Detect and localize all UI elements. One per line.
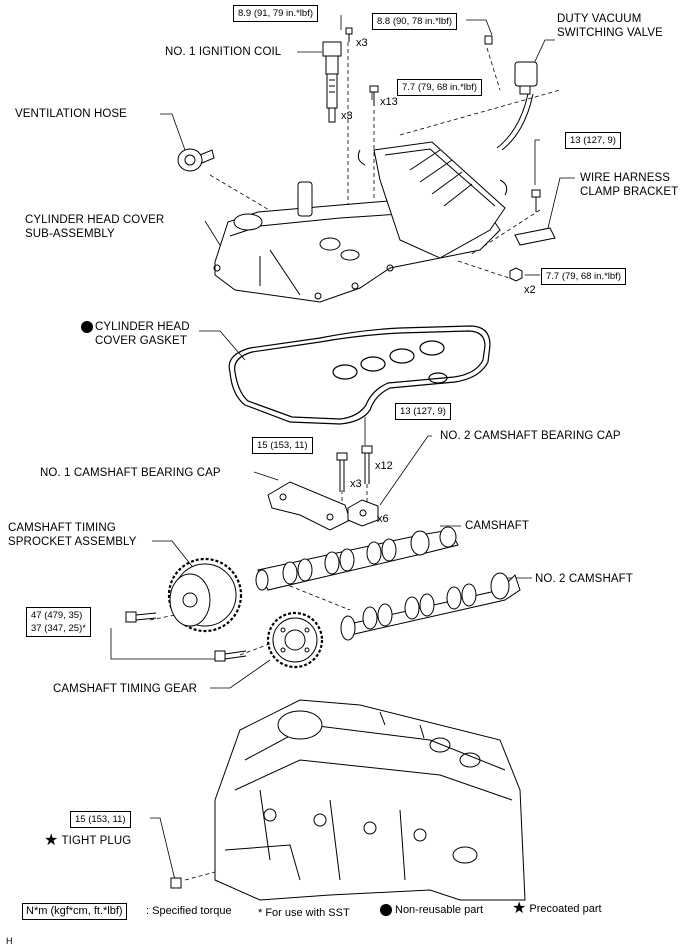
label-ignition-coil: NO. 1 IGNITION COIL bbox=[165, 46, 282, 58]
label-no2-camshaft-bearing-cap: NO. 2 CAMSHAFT BEARING CAP bbox=[440, 430, 621, 442]
sprocket-bolt bbox=[125, 611, 157, 623]
ignition-bolt bbox=[345, 27, 353, 42]
legend-torque-text: : Specified torque bbox=[146, 905, 232, 917]
ventilation-hose bbox=[177, 148, 215, 172]
label-no2-camshaft: NO. 2 CAMSHAFT bbox=[535, 573, 633, 585]
torque-clamp-bolt: 13 (127, 9) bbox=[565, 132, 621, 149]
torque-cover-nuts: 7.7 (79, 68 in.*lbf) bbox=[541, 268, 626, 285]
label-camshaft-timing-gear: CAMSHAFT TIMING GEAR bbox=[53, 683, 198, 695]
count-coil: x3 bbox=[341, 110, 353, 122]
tight-plug bbox=[170, 877, 182, 889]
figure-code: H bbox=[6, 936, 13, 946]
gear-bolt bbox=[214, 650, 247, 662]
cover-nut bbox=[509, 267, 523, 282]
legend-star-icon: ★ bbox=[512, 900, 527, 917]
torque-ignition-bolt: 8.9 (91, 79 in.*lbf) bbox=[233, 5, 318, 22]
cylinder-head-cover-gasket bbox=[228, 325, 491, 425]
label-tight-plug: ★ TIGHT PLUG bbox=[44, 832, 132, 849]
torque-tight-plug: 15 (153, 11) bbox=[70, 811, 131, 828]
label-ventilation-hose: VENTILATION HOSE bbox=[15, 108, 127, 120]
bearing-cap-bolts bbox=[336, 445, 373, 492]
camshaft-timing-gear bbox=[266, 611, 324, 669]
legend-torque-unit: N*m (kgf*cm, ft.*lbf) bbox=[22, 903, 127, 920]
no1-camshaft-bearing-cap bbox=[267, 481, 351, 531]
torque-bearing-cap-bolts-a: 13 (127, 9) bbox=[395, 403, 451, 420]
count-cover-nuts: x2 bbox=[524, 284, 536, 296]
label-no1-camshaft-bearing-cap: NO. 1 CAMSHAFT BEARING CAP bbox=[40, 467, 221, 479]
torque-cover-bolts: 7.7 (79, 68 in.*lbf) bbox=[397, 79, 482, 96]
gasket-non-reusable-symbol bbox=[81, 321, 93, 333]
count-cap-bolts-6: x6 bbox=[377, 513, 389, 525]
camshaft-timing-sprocket bbox=[167, 557, 243, 633]
legend-non-reusable: Non-reusable part bbox=[395, 904, 484, 916]
no2-camshaft-bearing-cap bbox=[347, 499, 379, 527]
no2-camshaft bbox=[340, 572, 521, 641]
count-cap-bolts-12: x12 bbox=[375, 460, 393, 472]
torque-bearing-cap-bolts-b: 15 (153, 11) bbox=[252, 437, 313, 454]
count-ignition-bolt: x3 bbox=[356, 37, 368, 49]
label-camshaft: CAMSHAFT bbox=[465, 520, 530, 532]
cover-baffle bbox=[357, 141, 508, 259]
cover-bolt bbox=[369, 85, 379, 106]
leader-lines bbox=[110, 15, 575, 881]
legend-sst-text: * For use with SST bbox=[258, 907, 350, 919]
torque-valve-bolt: 8.8 (90, 78 in.*lbf) bbox=[372, 13, 457, 30]
duty-vacuum-switching-valve bbox=[484, 35, 538, 151]
count-cover-bolts: x13 bbox=[380, 96, 398, 108]
legend-precoated: ★ Precoated part bbox=[512, 900, 602, 917]
camshaft bbox=[255, 526, 459, 591]
count-cap-bolts-3: x3 bbox=[350, 478, 362, 490]
precoated-star-icon: ★ bbox=[44, 832, 59, 849]
ignition-coil bbox=[322, 41, 342, 123]
non-reusable-symbol bbox=[380, 904, 392, 916]
cylinder-head bbox=[214, 699, 526, 901]
wire-harness-clamp-bracket bbox=[514, 189, 556, 246]
torque-sprocket-bolt: 47 (479, 35)37 (347, 25)* bbox=[26, 607, 91, 637]
